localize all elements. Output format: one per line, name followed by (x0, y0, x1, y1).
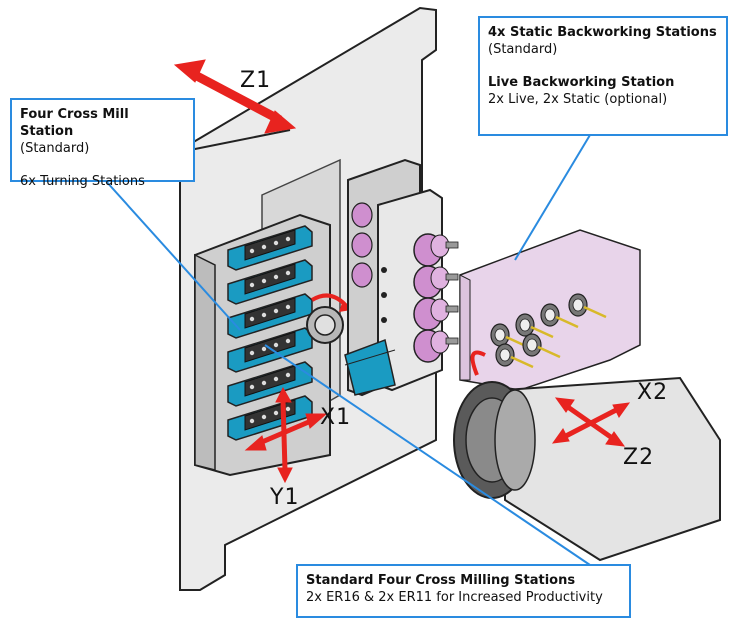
turning-station-holder (227, 361, 313, 407)
backworking-tool (568, 293, 607, 319)
callout-subtitle: 2x ER16 & 2x ER11 for Increased Producti… (306, 590, 603, 605)
backworking-tool (515, 313, 554, 339)
callout-subtitle-static: (Standard) (488, 42, 558, 57)
axis-label-x2: X2 (637, 380, 669, 405)
er-collet-top (351, 232, 373, 258)
callout-line: 6x Turning Stations (20, 174, 145, 189)
backworking-tool (490, 323, 529, 349)
callout-title: Standard Four Cross Milling Stations (306, 573, 576, 588)
callout-four-cross-mill: Four Cross Mill Station (Standard) 6x Tu… (10, 98, 195, 189)
backworking-tool (495, 343, 534, 369)
callout-standard-cross-milling: Standard Four Cross Milling Stations 2x … (296, 564, 631, 618)
er-collets (351, 202, 459, 363)
turning-station-holder (227, 259, 313, 305)
turning-station-holder (227, 225, 313, 271)
turning-station-holder (227, 395, 313, 441)
axis-label-z2: Z2 (623, 445, 655, 470)
er-collet-top (351, 202, 373, 228)
callout-subtitle-live: 2x Live, 2x Static (optional) (488, 92, 668, 107)
backworking-tools (490, 293, 607, 369)
er-collet (413, 265, 459, 299)
turning-station-holder (227, 293, 313, 339)
callout-title-static: 4x Static Backworking Stations (488, 25, 717, 40)
leader-lines (104, 134, 591, 566)
backworking-tool (540, 303, 579, 329)
sub-spindle-body (504, 376, 721, 562)
turning-station-holder (227, 327, 313, 373)
callout-subtitle: (Standard) (20, 141, 90, 156)
er-collet-top (351, 262, 373, 288)
axis-arrows (173, 59, 631, 484)
callout-backworking: 4x Static Backworking Stations (Standard… (478, 16, 728, 136)
er-collet (413, 297, 459, 331)
turning-stations (227, 225, 313, 441)
gang-block-side (194, 253, 216, 471)
er-collet (413, 329, 459, 363)
axis-label-x1: X1 (320, 405, 352, 430)
axis-label-y1: Y1 (270, 485, 300, 510)
backworking-tool (522, 333, 561, 359)
callout-title: Four Cross Mill Station (20, 107, 129, 139)
callout-title-live: Live Backworking Station (488, 75, 675, 90)
axis-label-z1: Z1 (240, 68, 272, 93)
er-collet (413, 233, 459, 267)
